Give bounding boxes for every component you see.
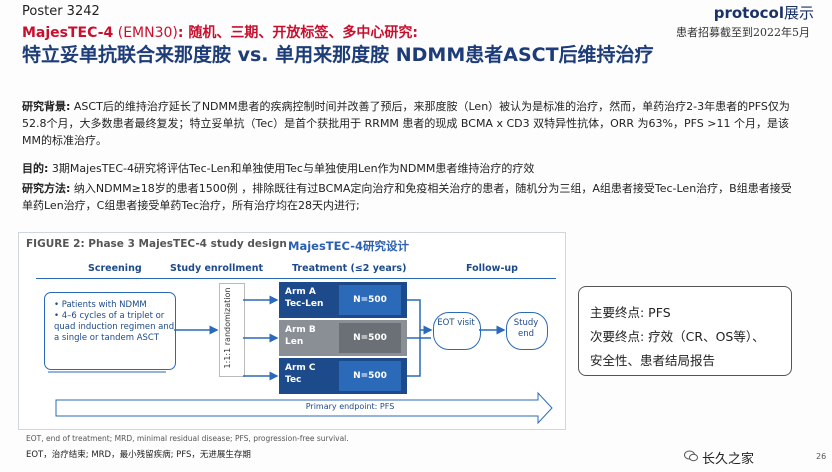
arm-b-title: Arm B [285, 325, 316, 335]
recruit-note: 患者招募截至到2022年5月 [676, 26, 810, 39]
arm-c-name: Arm C Tec [285, 362, 335, 386]
patient-bullet-1-text: Patients with NDMM [61, 300, 147, 310]
method-label: 研究方法: [22, 182, 71, 195]
wechat-icon [684, 450, 698, 462]
eot-visit-node [433, 312, 481, 350]
patient-bullet-2: • 4–6 cycles of a triplet or quad induct… [54, 311, 175, 343]
arm-a-n: N=500 [339, 285, 401, 315]
brand-rest: 展示 [783, 4, 814, 22]
background-text: ASCT后的维持治疗延长了NDMM患者的疾病控制时间并改善了预后，来那度胺（Le… [22, 100, 790, 147]
study-subtitle: 特立妥单抗联合来那度胺 vs. 单用来那度胺 NDMM患者ASCT后维持治疗 [22, 44, 654, 66]
purpose-text: 3期MajesTEC-4研究将评估Tec-Len和单独使用Tec与单独使用Len… [51, 162, 535, 175]
patient-bullet-1: • Patients with NDMM [54, 300, 147, 310]
title-rest: : 随机、三期、开放标签、多中心研究: [177, 25, 418, 41]
secondary-endpoint-cn: 次要终点: 疗效（CR、OS等）、 [590, 329, 765, 344]
primary-endpoint-cn: 主要终点: PFS [590, 305, 671, 320]
patient-criteria-box [44, 292, 176, 370]
watermark-text: 长久之家 [702, 452, 755, 467]
page-number: 26 [816, 452, 827, 461]
protocol-brand: protocol展示 [714, 2, 814, 23]
arm-b: Arm B Len N=500 [279, 320, 407, 356]
header-divider [36, 278, 556, 279]
trial-code: (EMN30) [113, 25, 178, 41]
randomization-label: 1:1:1 randomization [223, 287, 232, 369]
header-followup: Follow-up [466, 263, 518, 274]
arm-a-title: Arm A [285, 287, 316, 297]
header-enrollment: Study enrollment [170, 263, 264, 274]
purpose-label: 目的: [22, 162, 49, 175]
header-screening: Screening [88, 263, 142, 274]
brand-bold: protocol [713, 4, 784, 22]
purpose-paragraph: 目的: 3期MajesTEC-4研究将评估Tec-Len和单独使用Tec与单独使… [22, 160, 802, 177]
method-text: 纳入NDMM≥18岁的患者1500例 ，排除既往有过BCMA定向治疗和免疫相关治… [22, 182, 792, 212]
trial-name: MajesTEC-4 [22, 25, 114, 41]
arm-b-n: N=500 [339, 323, 401, 353]
patient-bullet-2-text: 4–6 cycles of a triplet or quad inductio… [54, 311, 175, 343]
primary-endpoint-label: Primary endpoint: PFS [305, 402, 395, 411]
arm-c-title: Arm C [285, 363, 316, 373]
background-label: 研究背景: [22, 100, 71, 113]
figure-title: FIGURE 2: Phase 3 MajesTEC-4 study desig… [26, 238, 287, 250]
secondary-endpoint-cont: 安全性、患者结局报告 [590, 353, 716, 368]
arm-c-n: N=500 [339, 361, 401, 391]
figure-title-cn: MajesTEC-4研究设计 [288, 239, 409, 253]
background-paragraph: 研究背景: ASCT后的维持治疗延长了NDMM患者的疾病控制时间并改善了预后，来… [22, 98, 802, 149]
poster-number: Poster 3242 [22, 4, 100, 19]
method-paragraph: 研究方法: 纳入NDMM≥18岁的患者1500例 ，排除既往有过BCMA定向治疗… [22, 180, 802, 214]
study-title: MajesTEC-4 (EMN30): 随机、三期、开放标签、多中心研究: [22, 22, 418, 42]
figure-footnote-cn: EOT，治疗结束; MRD，最小残留疾病; PFS，无进展生存期 [26, 450, 251, 460]
arm-c: Arm C Tec N=500 [279, 358, 407, 394]
endpoints-box [578, 286, 792, 376]
arm-a-drug: Tec-Len [285, 299, 324, 309]
figure-footnote: EOT, end of treatment; MRD, minimal resi… [26, 434, 349, 443]
arm-a: Arm A Tec-Len N=500 [279, 282, 407, 318]
arm-a-name: Arm A Tec-Len [285, 286, 335, 310]
arm-b-name: Arm B Len [285, 324, 335, 348]
patient-criteria-text: • Patients with NDMM • 4–6 cycles of a t… [54, 300, 178, 344]
randomization-box [219, 283, 245, 377]
eot-visit-label: EOT visit [437, 318, 475, 328]
header-treatment: Treatment (≤2 years) [292, 263, 407, 274]
arm-b-drug: Len [285, 337, 304, 347]
arm-c-drug: Tec [285, 375, 302, 385]
study-end-label: Study end [513, 318, 539, 339]
study-end-node [506, 312, 548, 350]
